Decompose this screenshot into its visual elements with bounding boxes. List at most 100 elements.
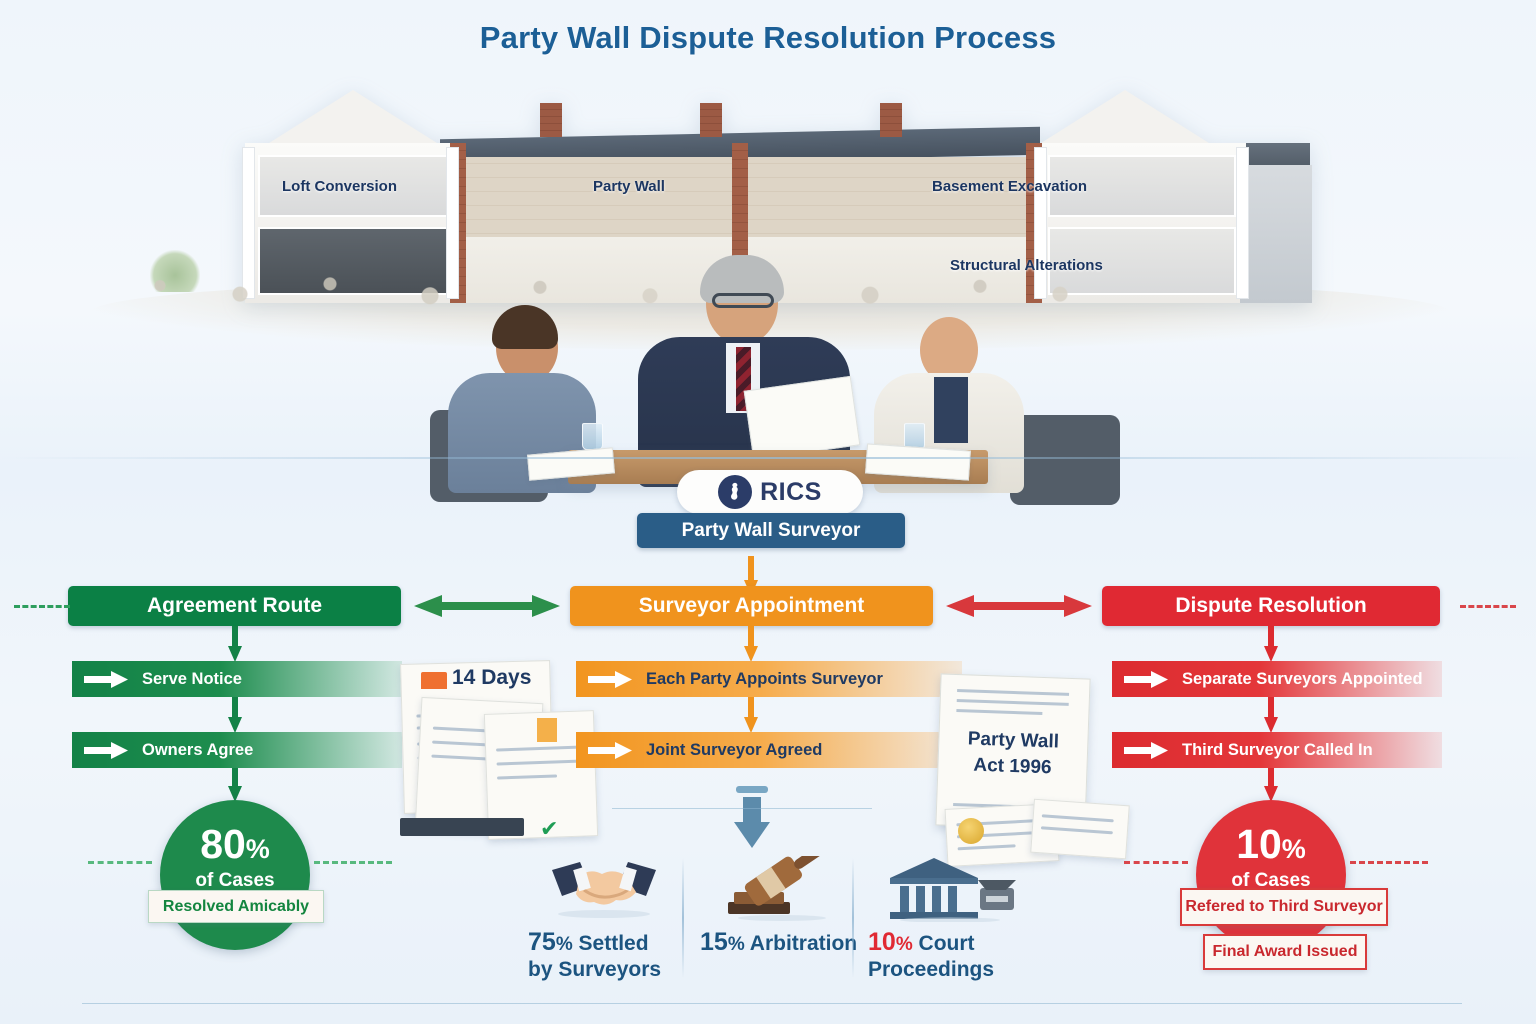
- stat-number: 75: [528, 928, 556, 956]
- bottom-stat-text: 10% Court Proceedings: [868, 928, 994, 982]
- dashed-line-right-of-green-stat: [314, 861, 392, 864]
- step-third-surveyor-called-in[interactable]: Third Surveyor Called In: [1112, 732, 1442, 768]
- double-arrow-orange-red: [946, 595, 1092, 617]
- stat-circle-dispute: 10% of Cases: [1196, 800, 1346, 950]
- label-loft-conversion: Loft Conversion: [282, 178, 397, 195]
- connector-green-step1-to-step2: [228, 697, 242, 733]
- surveyor-meeting-scene: RICS Party Wall Surveyor: [400, 255, 1140, 548]
- column-header-agreement-route[interactable]: Agreement Route: [68, 586, 401, 626]
- connector-orange-to-outcomes: [733, 786, 771, 848]
- water-glass-left: [582, 423, 603, 450]
- section-divider-top: [0, 457, 1536, 459]
- step-each-party-appoints-surveyor[interactable]: Each Party Appoints Surveyor: [576, 661, 962, 697]
- text-line: [957, 844, 1016, 851]
- tag-resolved-amicably: Resolved Amicably: [148, 890, 324, 923]
- roof-right: [1030, 90, 1220, 150]
- text-line: [496, 759, 581, 766]
- award-seal-icon: [958, 818, 984, 844]
- step-label: Owners Agree: [142, 740, 254, 759]
- step-serve-notice[interactable]: Serve Notice: [72, 661, 402, 697]
- connector-red-head-to-step1: [1264, 626, 1278, 662]
- double-arrow-green-orange: [414, 595, 560, 617]
- connector-green-step2-to-stat: [228, 768, 242, 802]
- stat-sublabel: of Cases: [195, 870, 275, 891]
- stat-unit: %: [727, 934, 745, 955]
- tag-final-award-issued: Final Award Issued: [1203, 934, 1367, 970]
- handshake-icon: [540, 856, 668, 927]
- house-cutaway-illustration: Loft Conversion Party Wall Basement Exca…: [60, 60, 1480, 350]
- bottom-stat-text: 75% Settled by Surveyors: [528, 928, 661, 982]
- stat-unit: %: [555, 934, 573, 955]
- courthouse-icon: [882, 856, 1018, 927]
- stat-number: 10: [868, 928, 896, 956]
- stat-sublabel: of Cases: [1231, 870, 1311, 891]
- dashed-line-left-of-red-stat: [1124, 861, 1188, 864]
- connector-red-step1-to-step2: [1264, 697, 1278, 733]
- party-wall-surveyor-tag: Party Wall Surveyor: [637, 513, 905, 548]
- bottom-stat-court-proceedings: 10% Court Proceedings: [868, 856, 1048, 981]
- chimney-2: [700, 103, 722, 137]
- column-header-surveyor-appointment[interactable]: Surveyor Appointment: [570, 586, 933, 626]
- stat-line1: Settled: [572, 932, 649, 955]
- award-sheet-2: [1030, 798, 1130, 860]
- act-title-line2: Act 1996: [973, 754, 1052, 779]
- rics-logo: RICS: [677, 470, 863, 514]
- bottom-stat-text: 15% Arbitration: [700, 928, 857, 958]
- stat-line1: Court: [912, 932, 975, 955]
- roof-left: [258, 90, 448, 150]
- rics-wordmark: RICS: [760, 477, 822, 506]
- chimney-3: [880, 103, 902, 137]
- connector-green-head-to-step1: [228, 626, 242, 662]
- hair-left: [492, 305, 558, 349]
- arrow-right-icon: [1124, 741, 1168, 759]
- stat-line2: by Surveyors: [528, 957, 662, 981]
- facade-far-right: [1240, 165, 1312, 303]
- dashed-lead-left: [14, 605, 70, 608]
- column-header-dispute-resolution[interactable]: Dispute Resolution: [1102, 586, 1440, 626]
- arrow-right-icon: [588, 670, 632, 688]
- dashed-line-right-of-red-stat: [1350, 861, 1428, 864]
- step-label: Third Surveyor Called In: [1182, 740, 1373, 759]
- rics-emblem-icon: [718, 475, 753, 509]
- dashed-lead-right: [1460, 605, 1516, 608]
- stat-line1: Arbitration: [744, 932, 858, 955]
- rubble-foundation: [100, 272, 1100, 306]
- stat-separator-1: [682, 858, 684, 978]
- stat-percent: 80%: [200, 821, 270, 867]
- arrow-right-icon: [84, 741, 128, 759]
- label-party-wall: Party Wall: [593, 178, 665, 195]
- arrow-right-icon: [84, 670, 128, 688]
- document-tray: [400, 818, 524, 836]
- page-title: Party Wall Dispute Resolution Process: [479, 20, 1057, 55]
- stat-separator-2: [852, 858, 854, 978]
- step-separate-surveyors-appointed[interactable]: Separate Surveyors Appointed: [1112, 661, 1442, 697]
- stat-unit: %: [895, 934, 913, 955]
- step-owners-agree[interactable]: Owners Agree: [72, 732, 402, 768]
- gavel-icon: [722, 842, 842, 927]
- pillar-right: [1236, 147, 1249, 299]
- held-document: [743, 375, 861, 461]
- label-basement-excavation: Basement Excavation: [932, 178, 1088, 195]
- bottom-stat-arbitration: 15% Arbitration: [700, 842, 870, 976]
- inner-top-right: [934, 377, 968, 443]
- text-line: [957, 689, 1070, 696]
- folder-flag-icon: [421, 672, 447, 689]
- stat-percent: 10%: [1236, 821, 1306, 867]
- act-title-line1: Party Wall: [967, 728, 1060, 753]
- sticky-note: [537, 718, 557, 742]
- notice-period-label: 14 Days: [452, 666, 532, 689]
- bottom-stat-settled-by-surveyors: 75% Settled by Surveyors: [528, 856, 708, 981]
- text-line: [496, 745, 581, 752]
- dashed-line-left-of-green-stat: [88, 861, 152, 864]
- text-line: [497, 774, 558, 780]
- text-line: [956, 699, 1069, 706]
- text-line: [956, 709, 1043, 716]
- label-structural-alterations: Structural Alterations: [950, 257, 1103, 274]
- step-label: Joint Surveyor Agreed: [646, 740, 823, 759]
- check-circle-icon: ✔: [540, 816, 559, 841]
- step-joint-surveyor-agreed[interactable]: Joint Surveyor Agreed: [576, 732, 962, 768]
- arrow-right-icon: [588, 741, 632, 759]
- stat-line2: Proceedings: [868, 957, 995, 981]
- footer-divider: [82, 1003, 1462, 1004]
